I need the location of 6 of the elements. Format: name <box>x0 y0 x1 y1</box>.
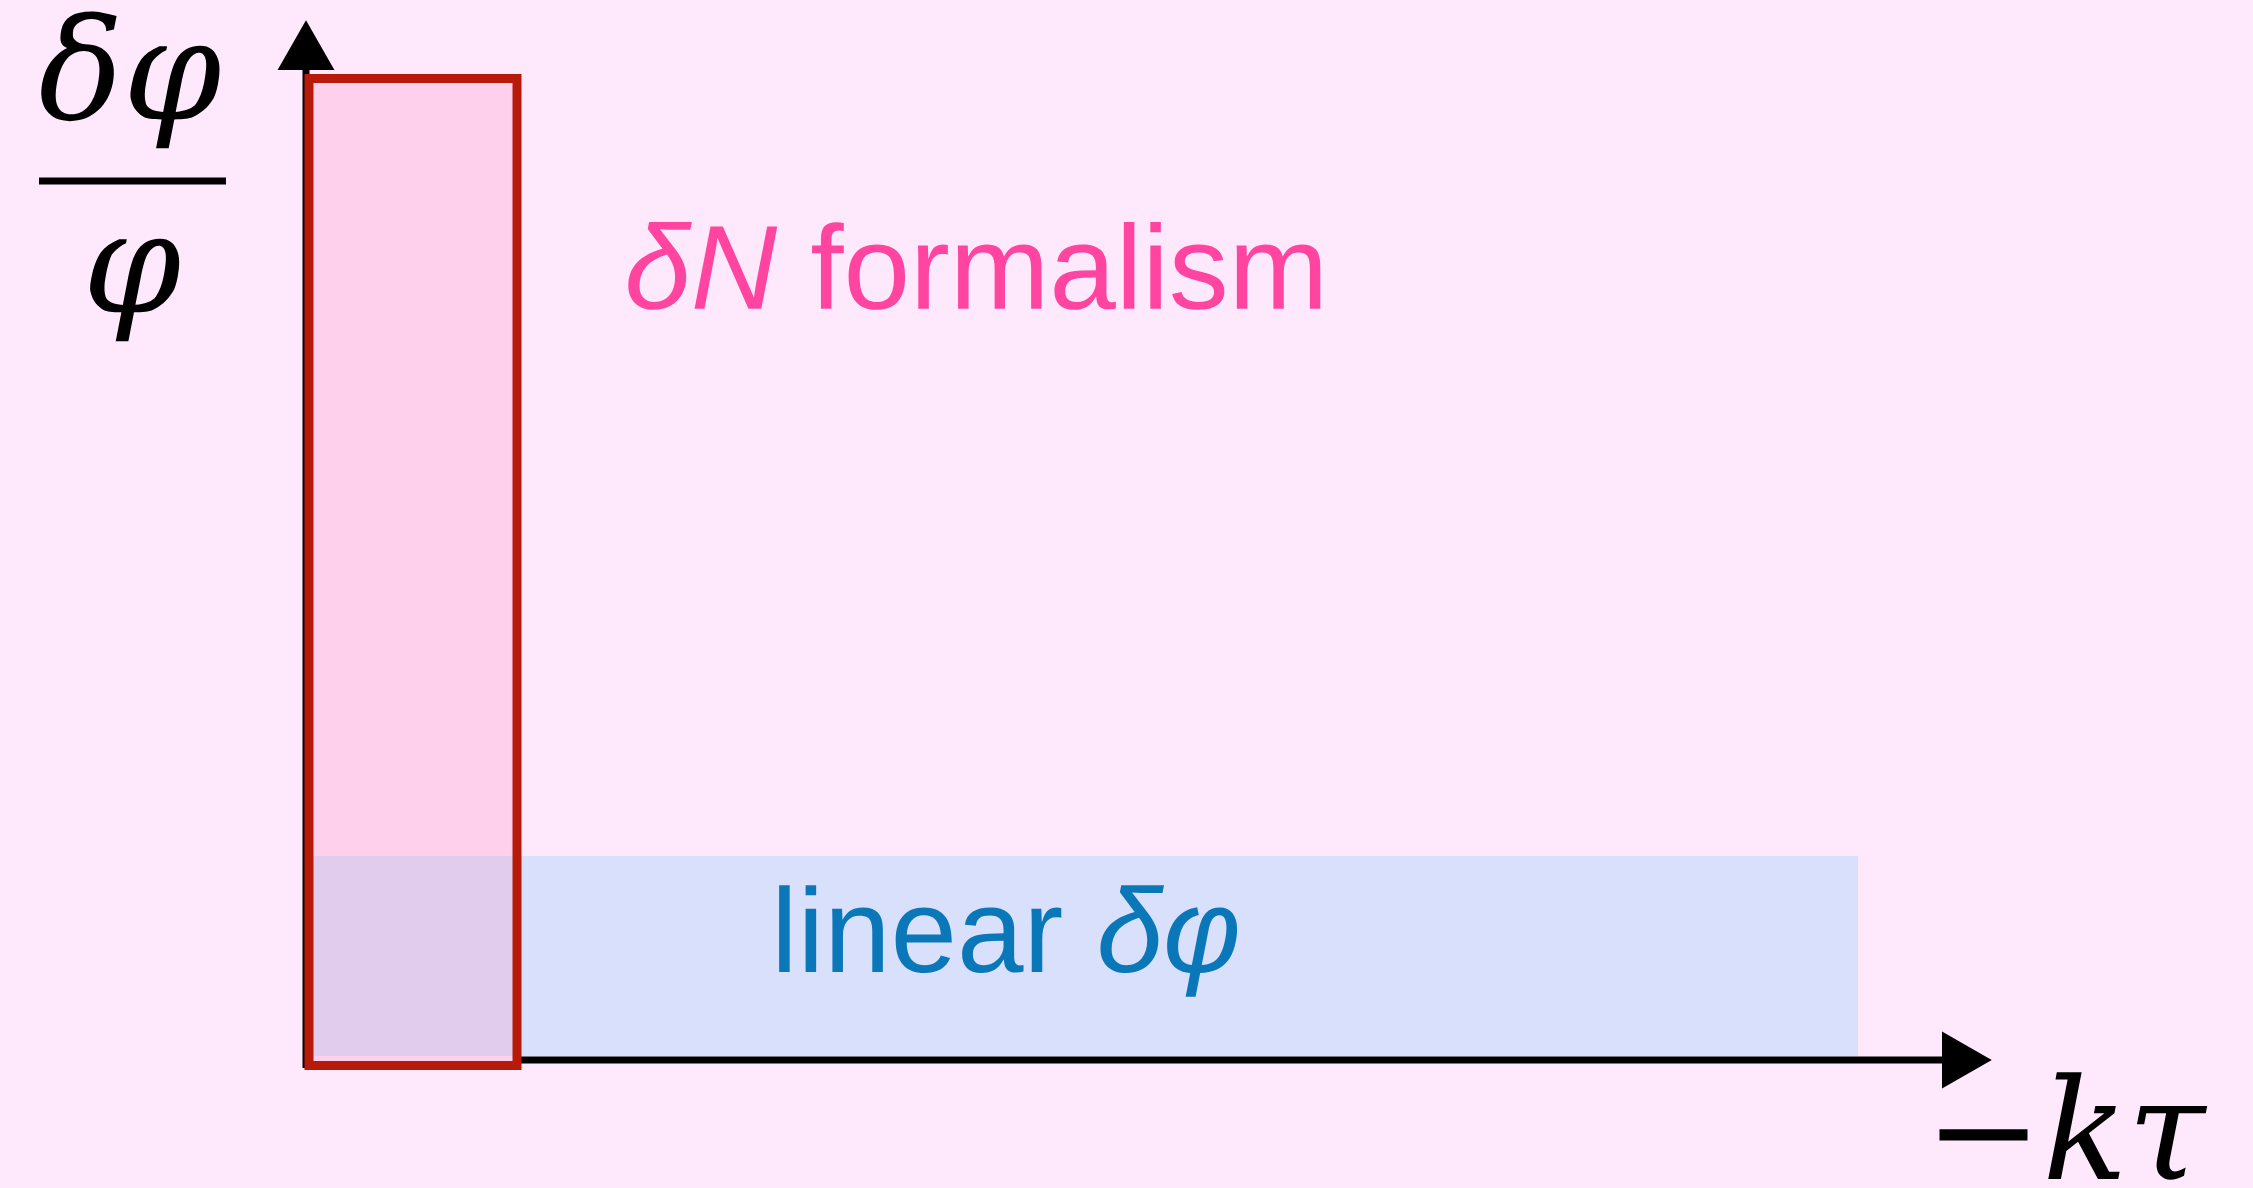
axis-label: δφ <box>41 11 220 149</box>
axis-label: φ <box>90 238 180 342</box>
bar-label: δN formalism <box>628 222 1321 310</box>
axis-label: −kτ <box>1939 1072 2208 1180</box>
bar <box>304 74 522 1070</box>
band: linear δφ <box>517 856 1858 1056</box>
